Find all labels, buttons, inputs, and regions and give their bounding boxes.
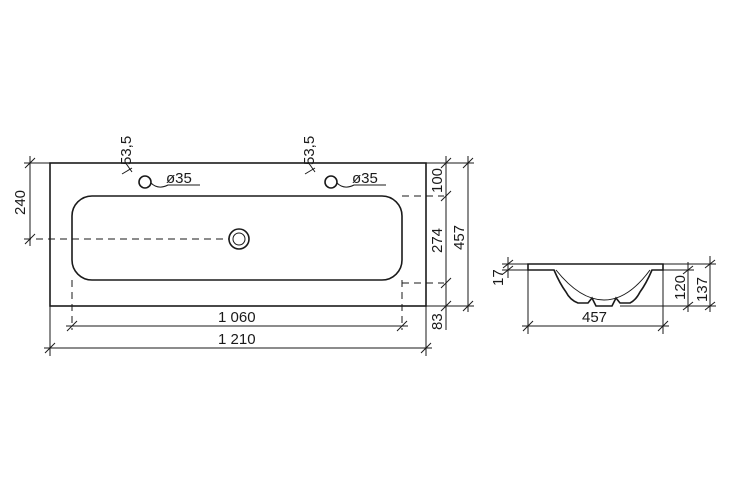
countertop-outline bbox=[49, 162, 427, 307]
drain-outer-circle bbox=[228, 228, 250, 250]
section-depth-label: 457 bbox=[582, 309, 607, 326]
tap-to-basin-label: 100 bbox=[429, 168, 446, 193]
hole-diameter-right-label: ø35 bbox=[352, 170, 378, 187]
leader-right bbox=[336, 182, 386, 188]
basin-section-profile bbox=[527, 263, 664, 307]
rim-thickness-label: 17 bbox=[490, 269, 507, 286]
basin-depth-label: 274 bbox=[429, 228, 446, 253]
tap-hole-right bbox=[324, 175, 338, 189]
dimension-457-section: 457 bbox=[522, 270, 669, 334]
dimension-17: 17 bbox=[490, 257, 528, 286]
front-margin-label: 83 bbox=[429, 313, 446, 330]
offset-marker-left bbox=[124, 161, 133, 173]
total-width-label: 1 210 bbox=[218, 331, 256, 348]
total-depth-label: 457 bbox=[451, 225, 468, 250]
hole-offset-right-label: 53,5 bbox=[301, 136, 318, 165]
basin-inner-curve bbox=[555, 269, 651, 301]
dimension-457-top: 457 bbox=[451, 156, 474, 312]
tap-hole-left bbox=[138, 175, 152, 189]
leader-left bbox=[150, 182, 200, 188]
hole-offset-left-label: 53,5 bbox=[118, 136, 135, 165]
offset-marker-right-2 bbox=[304, 167, 316, 175]
bowl-depth-label: 120 bbox=[672, 275, 689, 300]
total-height-label: 137 bbox=[694, 277, 711, 302]
top-view: 53,5 53,5 ø35 ø35 240 100 274 83 bbox=[12, 136, 474, 356]
drain-inner-circle bbox=[232, 232, 246, 246]
height-to-drain-label: 240 bbox=[12, 190, 29, 215]
dimension-1210: 1 210 bbox=[44, 306, 432, 356]
dimension-1060: 1 060 bbox=[66, 309, 408, 332]
section-view: 17 120 137 457 bbox=[490, 256, 716, 334]
offset-marker-right bbox=[307, 161, 316, 173]
basin-width-label: 1 060 bbox=[218, 309, 256, 326]
hole-diameter-left-label: ø35 bbox=[166, 170, 192, 187]
dimension-240: 240 bbox=[12, 156, 50, 246]
basin-outline bbox=[71, 195, 403, 281]
dimension-120-137: 120 137 bbox=[620, 256, 716, 312]
offset-marker-left-2 bbox=[121, 167, 133, 175]
dimension-chain-right: 100 274 83 bbox=[426, 156, 474, 330]
